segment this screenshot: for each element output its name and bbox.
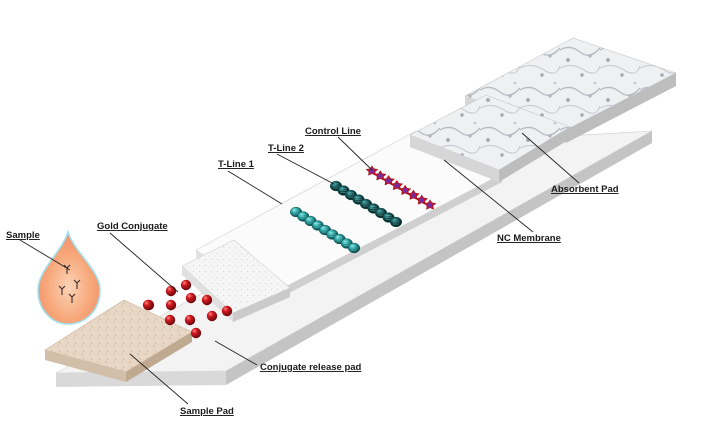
control-bead	[402, 187, 408, 194]
t-line-2-bead-highlight	[385, 215, 392, 220]
t-line-1-bead-highlight	[321, 227, 329, 233]
conjugate-release-pad	[181, 239, 291, 322]
t-line-2-bead-highlight	[355, 197, 362, 202]
absorbent-pad-front	[409, 94, 571, 182]
t-line-1-bead-highlight	[350, 245, 358, 251]
antibody-icon	[58, 264, 81, 303]
t-line-2-bead-highlight	[332, 183, 340, 189]
control-bead	[394, 182, 400, 189]
control-bead	[419, 197, 425, 203]
control-line-beads	[365, 165, 437, 210]
control-bead	[410, 192, 417, 198]
t-line-2-bead-highlight	[392, 219, 400, 225]
t-line-1-bead-highlight	[343, 241, 351, 246]
t-line-1-bead-highlight	[328, 232, 336, 237]
gold-particle	[180, 279, 192, 291]
gold-particle	[190, 327, 202, 339]
sample-pad	[44, 299, 193, 382]
gold-particle	[221, 305, 233, 317]
label-t-line-1: T-Line 1	[218, 159, 255, 170]
t-line-2-beads	[330, 180, 403, 228]
gold-particle	[142, 299, 154, 311]
gold-particle	[165, 285, 177, 297]
t-line-2-bead-highlight	[370, 206, 377, 211]
label-nc-membrane: NC Membrane	[497, 233, 561, 244]
label-control-line: Control Line	[305, 126, 361, 137]
label-sample-pad: Sample Pad	[180, 406, 234, 417]
t-line-1-bead-highlight	[299, 214, 307, 219]
gold-particle	[201, 294, 213, 306]
control-bead	[385, 178, 392, 184]
t-line-1-bead	[348, 242, 361, 254]
gold-particle	[185, 292, 197, 304]
sample-drop-icon	[37, 229, 101, 325]
label-t-line-2: T-Line 2	[268, 143, 304, 154]
t-line-1-beads	[290, 206, 361, 254]
gold-particle	[206, 310, 218, 322]
t-line-1-bead-highlight	[307, 218, 314, 224]
label-sample: Sample	[6, 230, 40, 241]
t-line-1-bead-highlight	[314, 223, 322, 228]
t-line-1-bead-highlight	[336, 236, 343, 242]
gold-particle	[165, 299, 177, 311]
control-bead	[377, 173, 383, 179]
t-line-2-bead-highlight	[362, 201, 370, 207]
t-line-1-bead-highlight	[292, 209, 300, 215]
gold-particle	[184, 314, 196, 326]
control-bead	[369, 168, 375, 174]
label-conjugate-release-pad: Conjugate release pad	[260, 362, 362, 373]
t-line-2-bead-highlight	[377, 210, 385, 216]
t-line-2-bead-highlight	[340, 188, 347, 193]
t-line-2-bead-highlight	[347, 192, 355, 198]
gold-conjugate-particles	[142, 279, 233, 339]
t-line-2-bead	[390, 216, 403, 228]
label-absorbent-pad: Absorbent Pad	[551, 184, 619, 195]
gold-particle	[164, 314, 176, 326]
control-bead	[427, 202, 433, 208]
leader-lines	[19, 132, 580, 405]
label-gold-conjugate: Gold Conjugate	[97, 221, 168, 232]
